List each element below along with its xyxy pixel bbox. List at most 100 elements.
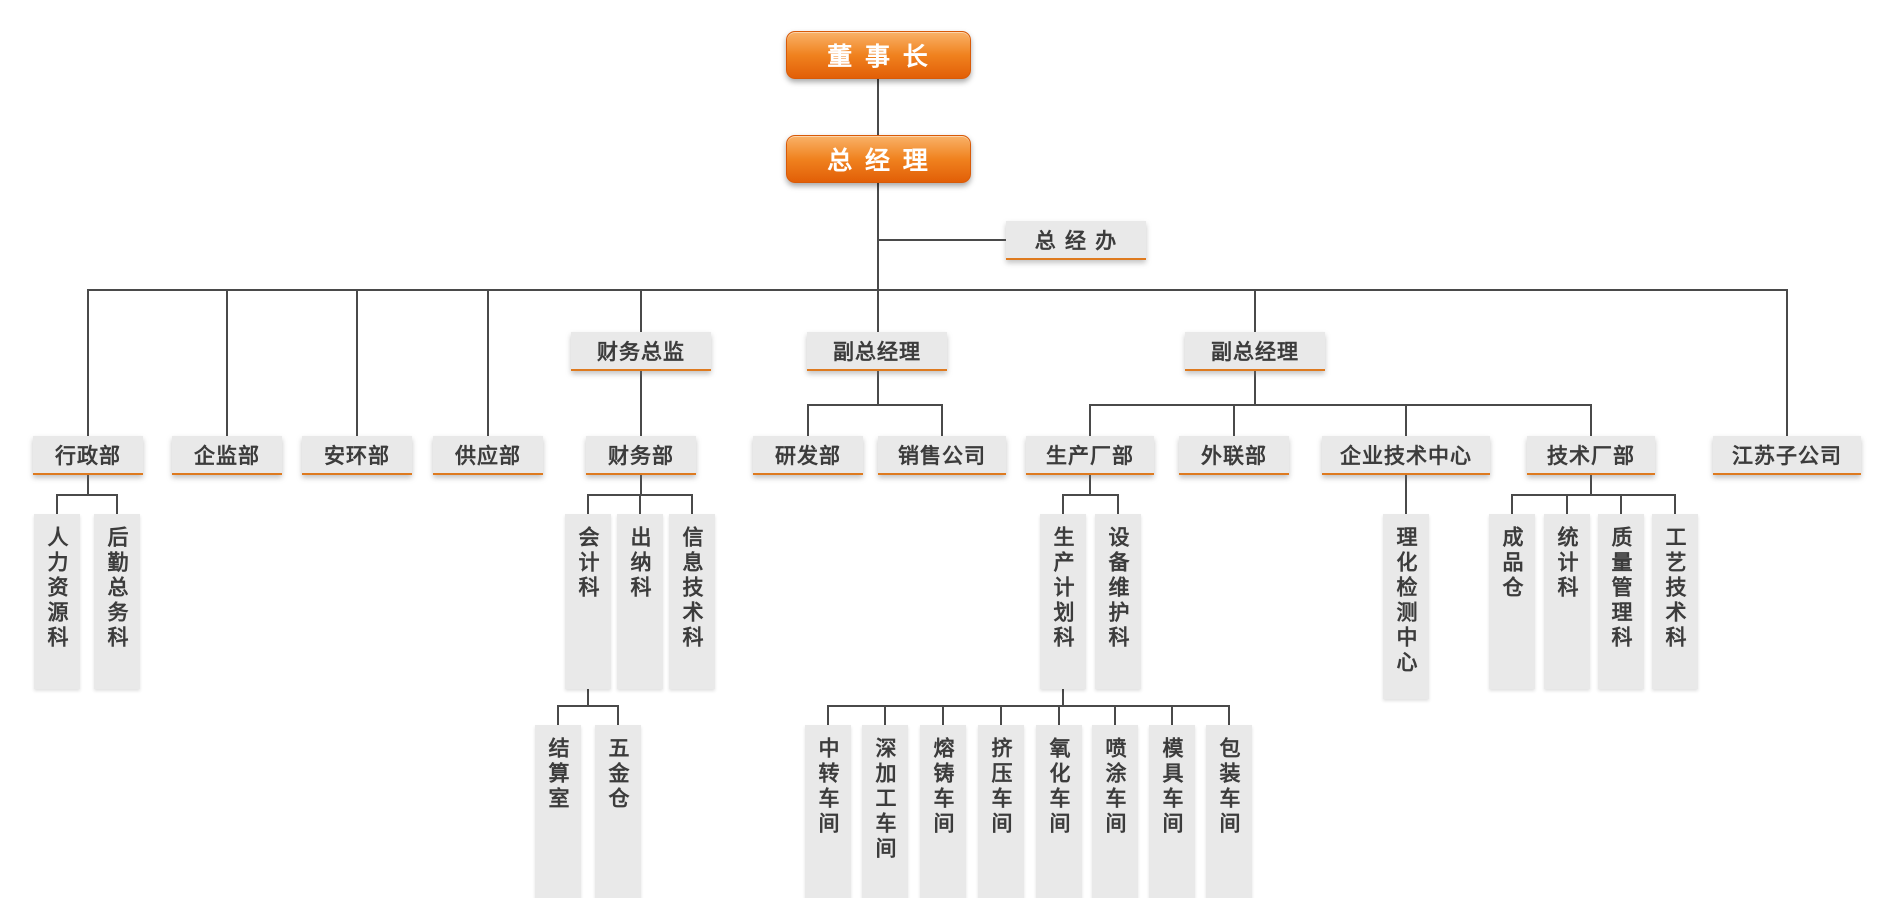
org-node-label: 董 事 长 <box>827 42 930 71</box>
connector-line <box>827 705 1230 707</box>
connector-line <box>1566 494 1568 514</box>
org-node-label: 研发部 <box>775 443 841 468</box>
org-node-chairman: 董 事 长 <box>786 31 971 79</box>
org-node-label: 销售公司 <box>898 443 986 468</box>
connector-line <box>1233 404 1235 436</box>
org-node-label: 人力资源科 <box>45 526 69 651</box>
connector-line <box>807 404 943 406</box>
org-node-label: 五金仓 <box>606 737 630 812</box>
org-node-label: 财务总监 <box>597 339 685 364</box>
connector-line <box>1117 494 1119 514</box>
connector-line <box>557 705 559 725</box>
connector-line <box>691 494 693 514</box>
connector-line <box>1228 705 1230 725</box>
connector-line <box>1089 404 1091 436</box>
org-node-label: 安环部 <box>324 443 390 468</box>
org-node-label: 后勤总务科 <box>105 526 129 651</box>
connector-line <box>587 689 589 707</box>
org-node-label: 深加工车间 <box>873 737 897 862</box>
org-node-finance-dept: 财务部 <box>586 436 696 475</box>
org-node-gm-office: 总 经 办 <box>1006 221 1146 260</box>
connector-line <box>877 79 879 135</box>
org-node-safety-env-dept: 安环部 <box>302 436 412 475</box>
connector-line <box>807 404 809 436</box>
org-node-label: 统计科 <box>1555 526 1579 601</box>
org-node-label: 副总经理 <box>1211 339 1299 364</box>
org-node-extrusion-workshop: 挤压车间 <box>978 725 1024 898</box>
connector-line <box>1405 475 1407 514</box>
org-node-sales-company: 销售公司 <box>878 436 1006 475</box>
org-node-transfer-workshop: 中转车间 <box>805 725 851 898</box>
org-node-melting-casting-workshop: 熔铸车间 <box>920 725 966 898</box>
org-node-deputy-gm-1: 副总经理 <box>807 332 947 371</box>
connector-line <box>1786 290 1788 436</box>
connector-line <box>1171 705 1173 725</box>
connector-line <box>587 494 589 514</box>
org-node-cashier-section: 出纳科 <box>617 514 663 689</box>
connector-line <box>1089 475 1091 496</box>
connector-line <box>87 475 89 496</box>
org-node-it-section: 信息技术科 <box>669 514 715 689</box>
connector-line <box>1062 494 1064 514</box>
org-node-label: 理化检测中心 <box>1394 526 1418 676</box>
org-node-mold-workshop: 模具车间 <box>1149 725 1195 898</box>
org-node-logistics-section: 后勤总务科 <box>94 514 140 689</box>
connector-line <box>640 290 642 332</box>
connector-line <box>1590 404 1592 436</box>
org-node-deep-processing-workshop: 深加工车间 <box>862 725 908 898</box>
org-node-label: 结算室 <box>546 737 570 812</box>
org-node-oxidation-workshop: 氧化车间 <box>1036 725 1082 898</box>
org-node-label: 总 经 理 <box>827 146 930 175</box>
org-node-label: 出纳科 <box>628 526 652 601</box>
org-node-general-manager: 总 经 理 <box>786 135 971 183</box>
connector-line <box>1590 475 1592 496</box>
connector-line <box>1674 494 1676 514</box>
org-node-rd-dept: 研发部 <box>753 436 863 475</box>
org-node-label: 信息技术科 <box>680 526 704 651</box>
org-node-production-plant: 生产厂部 <box>1026 436 1154 475</box>
org-node-label: 工艺技术科 <box>1663 526 1687 651</box>
connector-line <box>640 475 642 496</box>
org-node-label: 江苏子公司 <box>1732 443 1842 468</box>
org-node-spraying-workshop: 喷涂车间 <box>1092 725 1138 898</box>
org-node-label: 生产厂部 <box>1046 443 1134 468</box>
org-node-statistics-section: 统计科 <box>1544 514 1590 689</box>
connector-line <box>1058 705 1060 725</box>
connector-line <box>356 290 358 436</box>
org-node-label: 成品仓 <box>1500 526 1524 601</box>
connector-line <box>1511 494 1676 496</box>
connector-line <box>639 494 641 514</box>
org-node-label: 企监部 <box>194 443 260 468</box>
org-node-label: 总 经 办 <box>1034 228 1118 253</box>
org-node-label: 供应部 <box>455 443 521 468</box>
org-node-label: 氧化车间 <box>1047 737 1071 837</box>
connector-line <box>942 705 944 725</box>
org-node-finance-director: 财务总监 <box>571 332 711 371</box>
org-node-hr-section: 人力资源科 <box>34 514 80 689</box>
org-node-technology-plant: 技术厂部 <box>1527 436 1655 475</box>
org-node-label: 技术厂部 <box>1547 443 1635 468</box>
org-node-hardware-warehouse: 五金仓 <box>595 725 641 898</box>
org-node-process-technology-section: 工艺技术科 <box>1652 514 1698 689</box>
connector-line <box>487 290 489 436</box>
org-node-external-relations-dept: 外联部 <box>1179 436 1289 475</box>
org-node-label: 设备维护科 <box>1106 526 1130 651</box>
connector-line <box>877 371 879 406</box>
org-node-label: 生产计划科 <box>1051 526 1075 651</box>
org-node-enterprise-tech-center: 企业技术中心 <box>1322 436 1490 475</box>
connector-line <box>1254 290 1256 332</box>
connector-line <box>640 371 642 436</box>
connector-line <box>1062 494 1119 496</box>
org-node-label: 喷涂车间 <box>1103 737 1127 837</box>
org-node-label: 熔铸车间 <box>931 737 955 837</box>
org-node-finished-goods-warehouse: 成品仓 <box>1489 514 1535 689</box>
connector-line <box>1062 689 1064 707</box>
org-node-jiangsu-subsidiary: 江苏子公司 <box>1713 436 1861 475</box>
org-node-deputy-gm-2: 副总经理 <box>1185 332 1325 371</box>
connector-line <box>879 239 1007 241</box>
org-node-label: 中转车间 <box>816 737 840 837</box>
connector-line <box>1000 705 1002 725</box>
org-node-label: 行政部 <box>55 443 121 468</box>
org-node-accounting-section: 会计科 <box>565 514 611 689</box>
